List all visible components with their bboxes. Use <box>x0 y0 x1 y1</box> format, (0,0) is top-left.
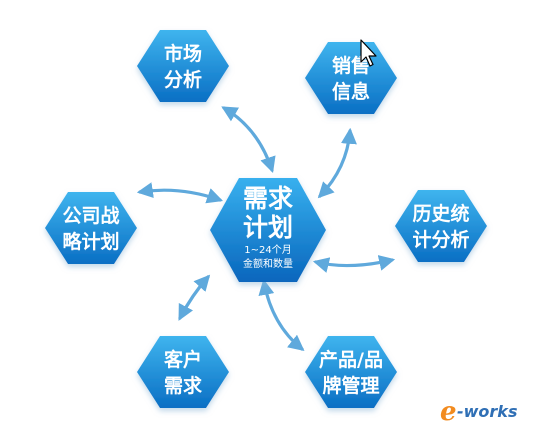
node-sales-info: 销售 信息 <box>305 42 397 114</box>
logo-text-works: -works <box>457 402 517 421</box>
node-history-line2: 计分析 <box>412 228 469 251</box>
eworks-logo: e -works <box>440 397 517 427</box>
node-product-brand: 产品/品 牌管理 <box>305 336 397 408</box>
node-demand-plan: 需求 计划 1~24个月 金额和数量 <box>210 178 326 282</box>
hexagon-shape <box>137 30 229 102</box>
node-history-line1: 历史统 <box>412 202 469 225</box>
center-title-line1: 需求 <box>243 184 293 213</box>
mouse-cursor-icon <box>360 39 377 67</box>
center-hexagon-shape <box>210 178 326 282</box>
hexagon-shape <box>395 190 487 262</box>
hexagon-shape <box>305 42 397 114</box>
logo-letter-e: e <box>440 397 457 427</box>
hexagon-shape <box>305 336 397 408</box>
node-product-line2: 牌管理 <box>322 374 379 397</box>
node-market-line2: 分析 <box>164 68 202 91</box>
node-history-analysis: 历史统 计分析 <box>395 190 487 262</box>
node-market-analysis: 市场 分析 <box>137 30 229 102</box>
hexagon-shape <box>45 192 137 264</box>
hexagon-shape <box>137 336 229 408</box>
node-market-line1: 市场 <box>164 42 202 65</box>
arrow-customer-center <box>178 274 211 321</box>
node-strategy-line1: 公司战 <box>62 205 119 227</box>
node-customer-line1: 客户 <box>164 348 202 371</box>
center-subtitle-range: 1~24个月 <box>244 244 291 256</box>
arrow-sales-center <box>317 127 357 199</box>
center-subtitle-measure: 金额和数量 <box>243 257 293 270</box>
arrow-market-center <box>221 106 276 174</box>
arrow-strategy-center <box>136 182 224 204</box>
node-product-line1: 产品/品 <box>319 348 383 371</box>
node-customer-demand: 客户 需求 <box>137 336 229 408</box>
arrow-history-center <box>312 255 396 273</box>
node-customer-line2: 需求 <box>164 374 203 397</box>
node-company-strategy: 公司战 略计划 <box>45 192 137 264</box>
arrow-product-center <box>258 278 305 351</box>
node-sales-line2: 信息 <box>332 80 370 103</box>
connector-arrows <box>136 106 396 351</box>
center-title-line2: 计划 <box>243 213 293 242</box>
node-strategy-line2: 略计划 <box>62 230 119 253</box>
